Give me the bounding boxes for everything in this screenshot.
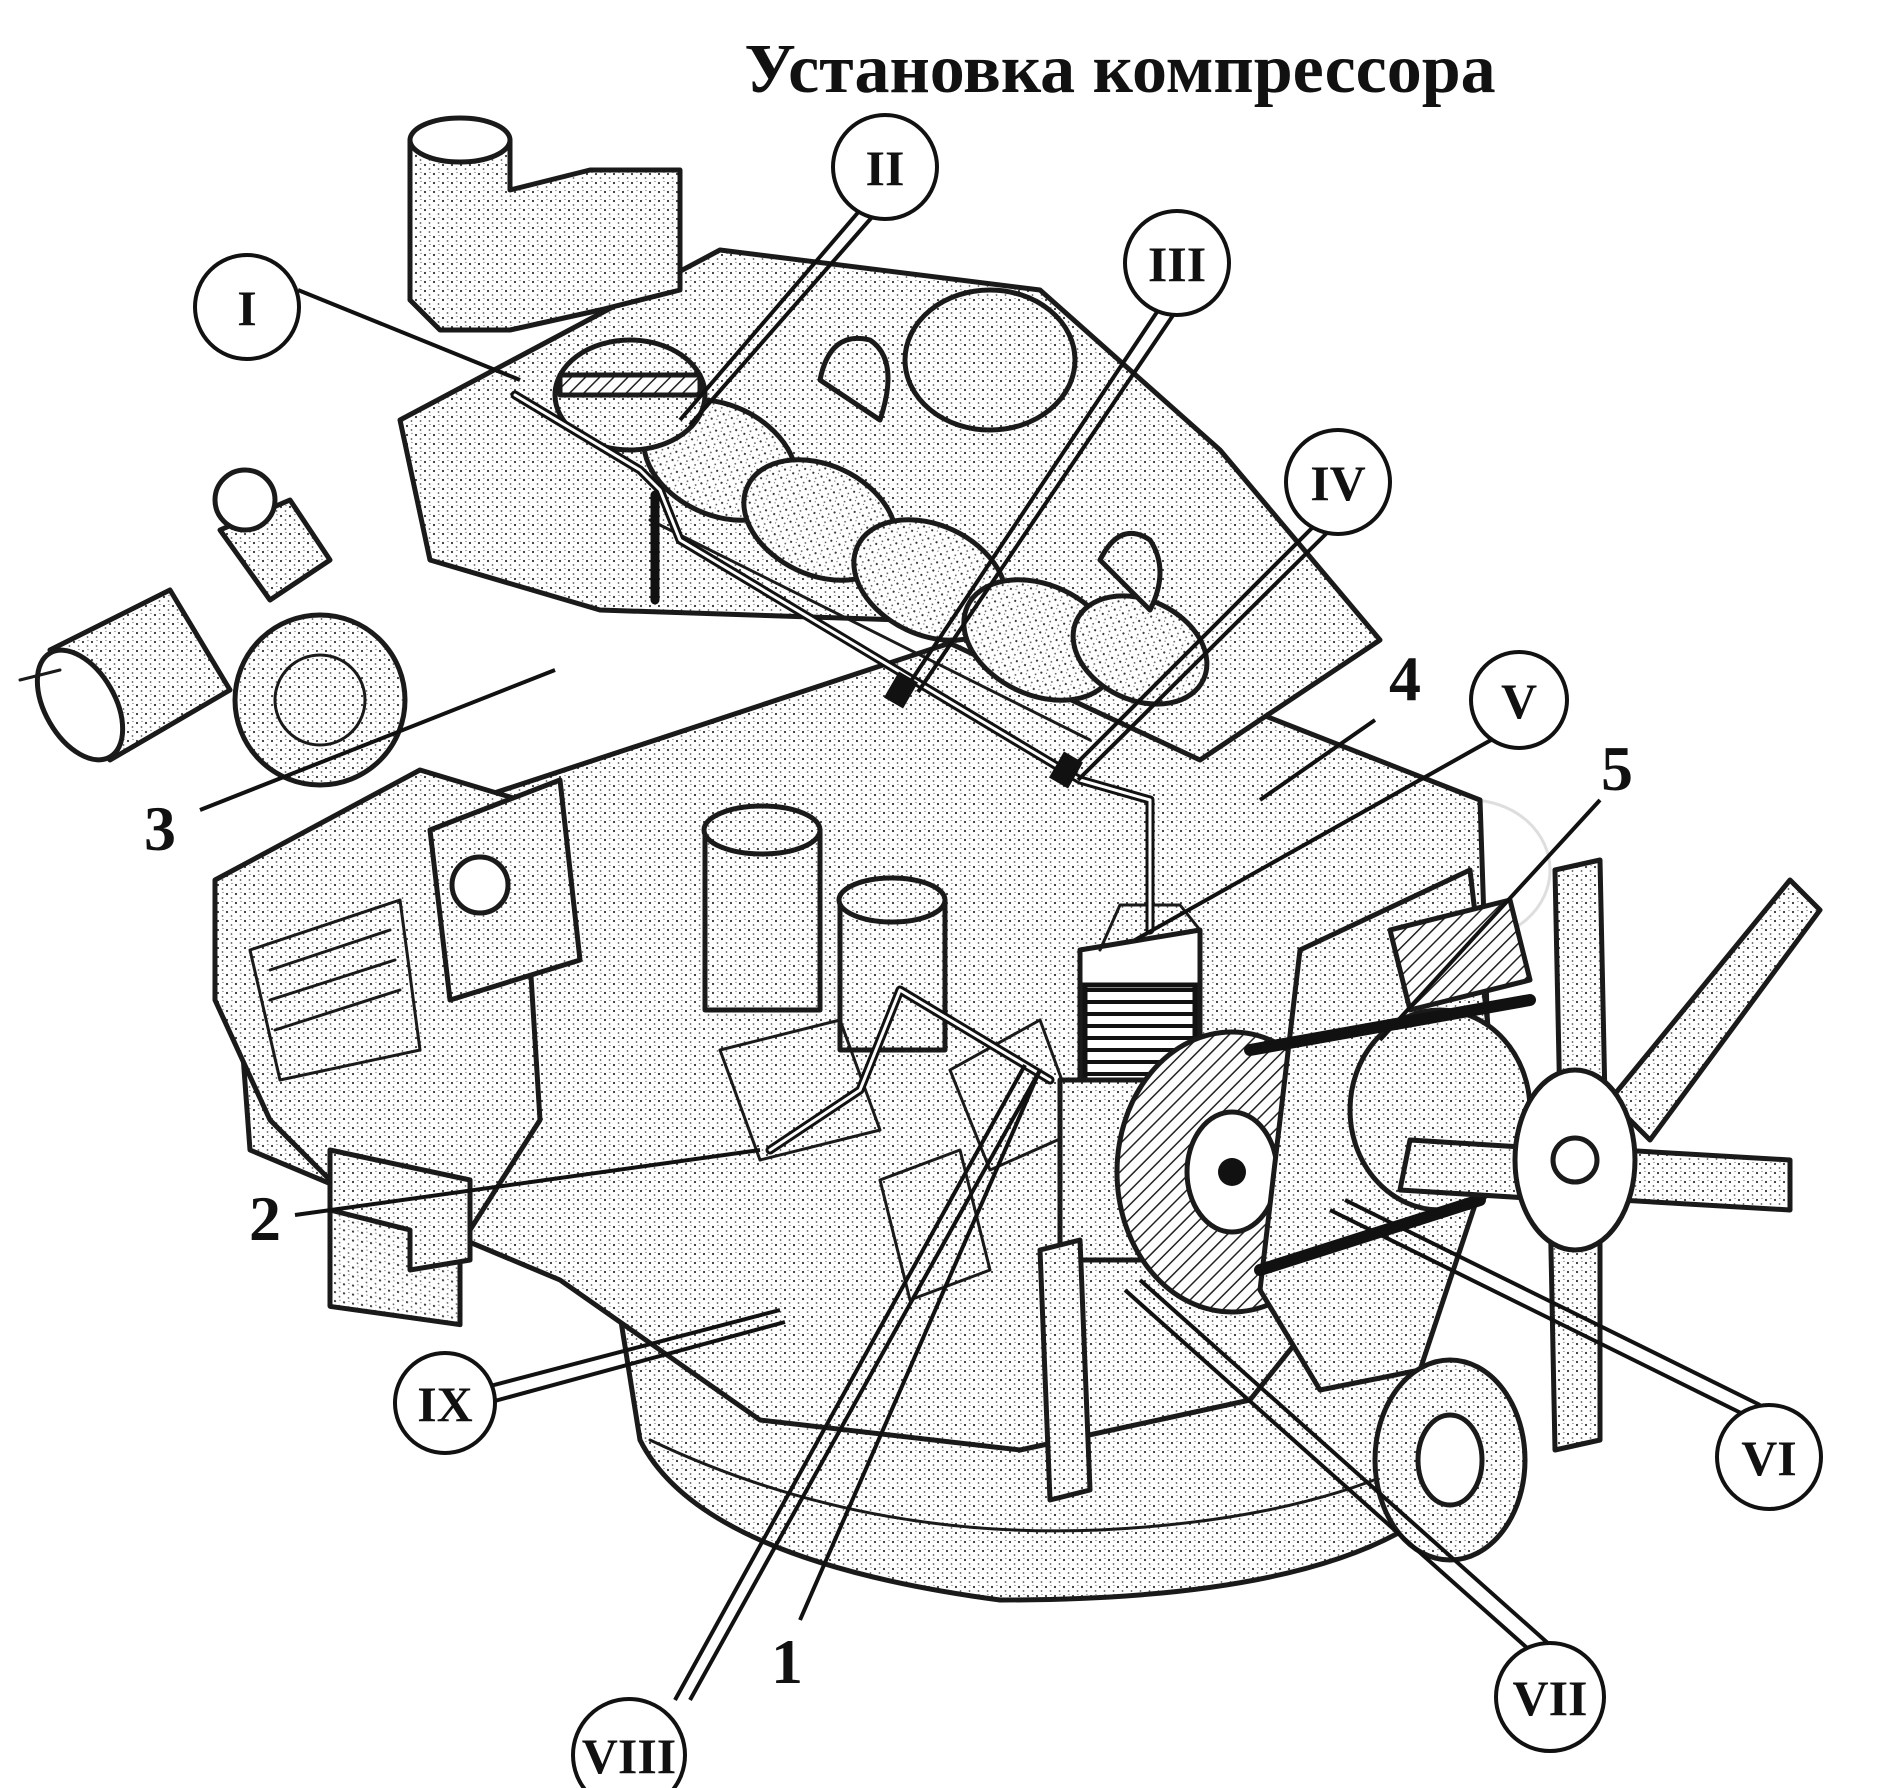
- part-label-2: 2: [249, 1183, 281, 1254]
- part-label-3: 3: [144, 793, 176, 864]
- air-intake-elbow: [407, 115, 708, 453]
- leader-lines: [199, 193, 1761, 1701]
- cooling-fan: [1397, 857, 1823, 1453]
- callout-IX: IX: [393, 1351, 497, 1455]
- starter: [18, 587, 233, 763]
- callout-IV: IV: [1284, 428, 1392, 536]
- part-label-1: 1: [771, 1626, 803, 1697]
- callout-V: V: [1469, 650, 1569, 750]
- callout-IV-label: IV: [1310, 455, 1366, 511]
- fuel-filters: [701, 803, 948, 1053]
- callout-II-label: II: [866, 140, 905, 196]
- drive-belt-lower: [1254, 1194, 1486, 1276]
- engine-illustration: [18, 115, 1823, 1603]
- callout-VII: VII: [1494, 1641, 1606, 1753]
- part-label-5: 5: [1601, 733, 1633, 804]
- callout-IX-label: IX: [417, 1376, 473, 1432]
- callout-VI-label: VI: [1741, 1430, 1797, 1486]
- callout-I-label: I: [237, 280, 256, 336]
- callout-I: I: [193, 253, 301, 361]
- turbocharger: [212, 467, 408, 788]
- callout-VIII-label: VIII: [582, 1728, 676, 1784]
- callout-III: III: [1123, 209, 1231, 317]
- drive-belt-upper: [1244, 994, 1536, 1056]
- callout-VIII: VIII: [571, 1697, 687, 1788]
- part-label-4: 4: [1389, 643, 1421, 714]
- compressor-air-pipe: [510, 390, 1155, 935]
- callout-III-label: III: [1148, 236, 1206, 292]
- diagram-title: Установка компрессора: [744, 31, 1495, 108]
- callout-V-label: V: [1501, 673, 1537, 729]
- callout-VII-label: VII: [1512, 1670, 1587, 1726]
- callout-VI: VI: [1715, 1403, 1823, 1511]
- callout-II: II: [831, 113, 939, 221]
